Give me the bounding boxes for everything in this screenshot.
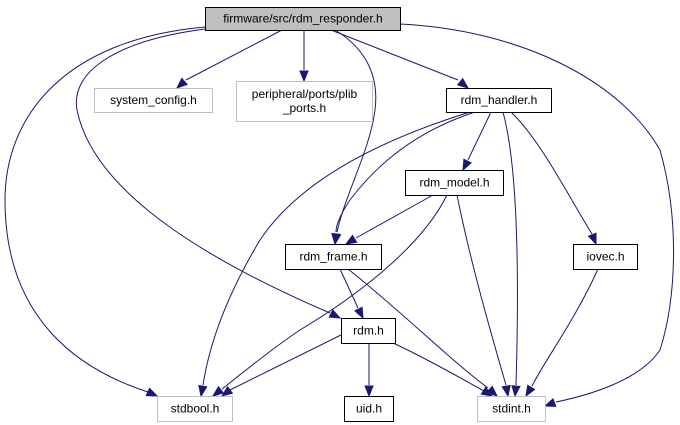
arrowhead-icon bbox=[543, 397, 557, 407]
node-rdm-frame[interactable]: rdm_frame.h bbox=[285, 244, 382, 270]
node-label: system_config.h bbox=[110, 93, 197, 107]
node-label: peripheral/ports/plib bbox=[252, 87, 358, 101]
node-rdm-handler[interactable]: rdm_handler.h bbox=[446, 88, 552, 113]
edge-line bbox=[392, 342, 485, 392]
edge-line bbox=[229, 334, 342, 391]
edge-rdm_frame-to-stdint bbox=[347, 268, 499, 397]
arrowhead-icon bbox=[145, 387, 159, 397]
edge-line bbox=[75, 28, 331, 314]
edge-line bbox=[4, 26, 206, 393]
edge-line bbox=[334, 29, 377, 233]
edge-line bbox=[399, 23, 675, 403]
edge-line bbox=[347, 268, 489, 389]
node-plib-ports: peripheral/ports/plib_ports.h bbox=[236, 81, 373, 122]
node-box bbox=[285, 244, 382, 270]
edge-rdm_handler-to-iovec bbox=[510, 111, 597, 246]
arrowhead-icon bbox=[328, 309, 342, 319]
edge-rdm-to-stdint bbox=[392, 342, 494, 397]
node-uid[interactable]: uid.h bbox=[344, 396, 394, 422]
edge-rdm-to-uid bbox=[364, 343, 374, 398]
edge-rdm_model-to-rdm_frame bbox=[344, 194, 434, 245]
node-box bbox=[94, 88, 213, 113]
edge-line bbox=[456, 194, 507, 386]
edge-line bbox=[330, 29, 459, 81]
edge-rdm_handler-to-rdm_frame bbox=[331, 111, 476, 246]
arrowhead-icon bbox=[525, 384, 536, 398]
edge-rdm_model-to-stdbool bbox=[211, 194, 448, 397]
edge-line bbox=[467, 111, 492, 161]
arrowhead-icon bbox=[211, 385, 225, 397]
arrowhead-icon bbox=[486, 385, 499, 397]
arrowhead-icon bbox=[331, 233, 341, 246]
edge-rdm_handler-to-stdint bbox=[502, 111, 521, 398]
arrowhead-icon bbox=[175, 77, 188, 89]
edge-rdm_handler-to-stdbool bbox=[198, 111, 471, 398]
arrowhead-icon bbox=[344, 234, 358, 245]
edge-rdm_handler-to-rdm_model bbox=[462, 111, 492, 172]
edge-rdm_frame-to-rdm bbox=[339, 268, 364, 320]
node-label: _ports.h bbox=[282, 101, 326, 115]
node-box bbox=[446, 88, 552, 113]
node-label: firmware/src/rdm_responder.h bbox=[223, 12, 382, 26]
arrowhead-icon bbox=[456, 77, 470, 89]
edge-line bbox=[531, 268, 599, 387]
node-box bbox=[405, 170, 504, 196]
edge-rdm_model-to-stdint bbox=[456, 194, 511, 398]
edge-iovec-to-stdint bbox=[525, 268, 599, 398]
edge-line bbox=[185, 29, 283, 81]
edge-rdm_responder-to-system_config bbox=[175, 29, 283, 89]
edge-rdm_responder-to-rdm_frame bbox=[332, 29, 377, 246]
node-rdm-responder[interactable]: firmware/src/rdm_responder.h bbox=[205, 7, 401, 31]
node-label: stdint.h bbox=[492, 402, 531, 416]
arrowhead-icon bbox=[501, 384, 511, 398]
arrowhead-icon bbox=[354, 306, 364, 320]
edge-rdm_responder-to-plib_ports bbox=[299, 30, 309, 83]
node-box bbox=[205, 7, 401, 31]
edge-rdm_responder-to-rdm bbox=[75, 28, 342, 319]
node-box bbox=[341, 318, 396, 344]
node-label: rdm.h bbox=[353, 324, 384, 338]
node-rdm-model[interactable]: rdm_model.h bbox=[405, 170, 504, 196]
node-box bbox=[344, 396, 394, 422]
node-system-config: system_config.h bbox=[94, 88, 213, 113]
node-label: rdm_handler.h bbox=[461, 93, 538, 107]
node-stdint: stdint.h bbox=[477, 396, 546, 422]
edge-line bbox=[202, 111, 471, 386]
node-label: iovec.h bbox=[586, 250, 624, 264]
edge-line bbox=[335, 111, 476, 233]
arrowhead-icon bbox=[220, 385, 234, 397]
edge-line bbox=[221, 194, 448, 390]
edge-line bbox=[339, 268, 359, 309]
node-rdm[interactable]: rdm.h bbox=[341, 318, 396, 344]
node-box bbox=[573, 244, 638, 270]
node-label: stdbool.h bbox=[171, 402, 220, 416]
edge-rdm-to-stdbool bbox=[220, 334, 342, 397]
node-iovec[interactable]: iovec.h bbox=[573, 244, 638, 270]
edge-rdm_responder-to-stdint bbox=[399, 23, 675, 407]
arrowhead-icon bbox=[198, 384, 208, 398]
arrowhead-icon bbox=[480, 386, 494, 397]
node-stdbool: stdbool.h bbox=[157, 396, 233, 422]
node-label: rdm_model.h bbox=[419, 176, 489, 190]
edge-line bbox=[355, 194, 434, 239]
arrowhead-icon bbox=[511, 385, 521, 398]
edge-rdm_responder-to-rdm_handler bbox=[330, 29, 470, 89]
arrowhead-icon bbox=[299, 70, 309, 83]
edge-line bbox=[510, 111, 593, 235]
arrowhead-icon bbox=[587, 232, 597, 246]
node-box bbox=[157, 396, 233, 422]
node-label: uid.h bbox=[356, 402, 382, 416]
edge-rdm_responder-to-stdbool bbox=[4, 26, 206, 397]
arrowhead-icon bbox=[364, 385, 374, 398]
arrowhead-icon bbox=[462, 158, 472, 172]
edge-line bbox=[502, 111, 518, 386]
node-label: rdm_frame.h bbox=[299, 250, 367, 264]
node-box bbox=[477, 396, 546, 422]
node-box bbox=[236, 81, 373, 122]
